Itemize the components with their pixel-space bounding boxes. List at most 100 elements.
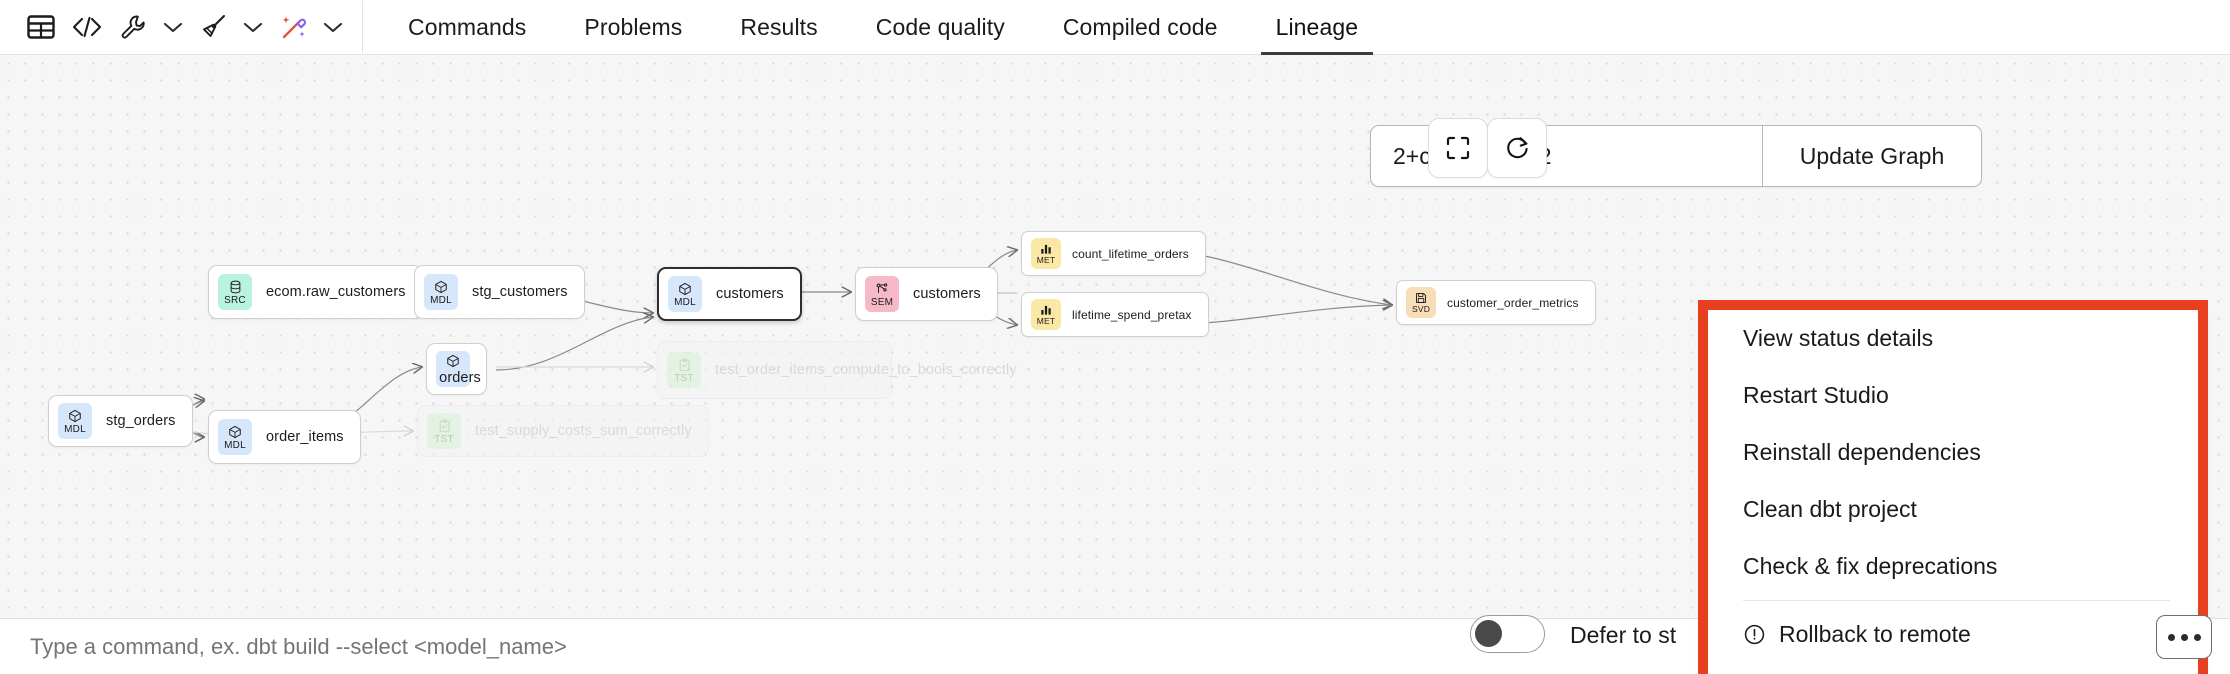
badge-code: MET [1036, 316, 1056, 326]
studio-actions-menu: View status details Restart Studio Reins… [1708, 310, 2198, 674]
magic-chevron-down-icon[interactable] [316, 6, 350, 48]
menu-item-rollback-to-remote[interactable]: Rollback to remote [1708, 606, 2198, 663]
badge-code: SVD [1411, 304, 1431, 314]
tab-label: Results [740, 13, 818, 40]
menu-item-check-fix-deprecations[interactable]: Check & fix deprecations [1708, 538, 2198, 595]
badge-code: SRC [224, 294, 246, 306]
semantic-graph-icon [875, 281, 889, 298]
lineage-node-customer-order-metrics[interactable]: SVD customer_order_metrics [1396, 280, 1596, 325]
node-label: stg_customers [472, 284, 568, 300]
warning-circle-icon [1743, 623, 1766, 646]
table-view-icon[interactable] [18, 6, 64, 48]
node-label: order_items [266, 429, 344, 445]
badge-code: SEM [870, 296, 894, 308]
cube-icon [68, 408, 82, 425]
lineage-node-order-items[interactable]: MDL order_items [208, 410, 361, 464]
node-type-badge-mdl: MDL [58, 403, 92, 439]
lineage-node-test-order-items[interactable]: TST test_order_items_compute_to_bools_co… [657, 341, 1017, 399]
panel-tabs: Commands Problems Results Code quality C… [379, 0, 1387, 55]
tab-results[interactable]: Results [711, 0, 846, 55]
update-graph-button[interactable]: Update Graph [1763, 126, 1981, 186]
node-label: ecom.raw_customers [266, 284, 406, 300]
tab-code-quality[interactable]: Code quality [847, 0, 1034, 55]
node-label: test_supply_costs_sum_correctly [475, 423, 692, 439]
tab-label: Lineage [1275, 13, 1359, 40]
node-type-badge-svd: SVD [1406, 287, 1436, 318]
badge-code: MET [1036, 255, 1056, 265]
tab-commands[interactable]: Commands [379, 0, 555, 55]
dot [2193, 633, 2201, 641]
database-icon [229, 279, 242, 296]
refresh-icon [1506, 136, 1528, 158]
menu-item-reinstall-dependencies[interactable]: Reinstall dependencies [1708, 424, 2198, 481]
save-icon [1415, 291, 1427, 305]
node-type-badge-met: MET [1031, 299, 1061, 330]
dot [2180, 633, 2188, 641]
node-label: test_order_items_compute_to_bools_correc… [715, 362, 1017, 378]
menu-item-restart-studio[interactable]: Restart Studio [1708, 367, 2198, 424]
wrench-icon[interactable] [110, 6, 156, 48]
tab-problems[interactable]: Problems [555, 0, 711, 55]
node-type-badge-met: MET [1031, 238, 1061, 269]
lineage-node-orders[interactable]: orders [426, 343, 487, 395]
node-label: customers [716, 286, 784, 302]
node-label: orders [439, 369, 481, 386]
node-label: count_lifetime_orders [1072, 246, 1189, 261]
broom-chevron-down-icon[interactable] [236, 6, 270, 48]
magic-wand-icon[interactable] [270, 6, 316, 48]
tab-label: Commands [408, 13, 527, 40]
defer-toggle[interactable] [1470, 615, 1545, 653]
badge-code: MDL [224, 439, 246, 451]
badge-code: MDL [674, 296, 696, 308]
badge-code: MDL [64, 423, 86, 435]
node-type-badge-mdl: MDL [218, 419, 252, 455]
lineage-node-customers-semantic[interactable]: SEM customers [855, 267, 998, 321]
badge-code: TST [434, 433, 454, 445]
tab-lineage[interactable]: Lineage [1247, 0, 1388, 55]
node-type-badge-tst: TST [667, 352, 701, 388]
cube-icon [678, 281, 692, 298]
cube-icon [228, 424, 242, 441]
bar-chart-icon [1040, 242, 1052, 256]
node-type-badge-sem: SEM [865, 276, 899, 312]
tab-label: Problems [584, 13, 683, 40]
fit-view-button[interactable] [1428, 118, 1488, 178]
refresh-graph-button[interactable] [1487, 118, 1547, 178]
node-type-badge-mdl: orders [436, 351, 481, 387]
lineage-node-stg-customers[interactable]: MDL stg_customers [414, 265, 585, 319]
defer-label: Defer to st [1570, 622, 1677, 648]
node-type-badge-src: SRC [218, 274, 252, 310]
lineage-node-lifetime-spend-pretax[interactable]: MET lifetime_spend_pretax [1021, 292, 1209, 337]
search-divider [1762, 126, 1763, 186]
menu-divider [1743, 600, 2170, 601]
node-label: stg_orders [106, 413, 176, 429]
badge-code: TST [674, 372, 694, 384]
lineage-node-stg-orders[interactable]: MDL stg_orders [48, 395, 193, 447]
wrench-chevron-down-icon[interactable] [156, 6, 190, 48]
lineage-node-ecom-raw-customers[interactable]: SRC ecom.raw_customers [208, 265, 423, 319]
tab-label: Compiled code [1062, 13, 1218, 40]
lineage-node-customers-model[interactable]: MDL customers [657, 267, 802, 321]
broom-icon[interactable] [190, 6, 236, 48]
menu-item-label: Rollback to remote [1779, 621, 1971, 647]
cube-icon [434, 279, 448, 296]
bar-chart-icon [1040, 303, 1052, 317]
toolbar-divider [362, 1, 363, 53]
node-type-badge-tst: TST [427, 413, 461, 449]
menu-item-clean-dbt-project[interactable]: Clean dbt project [1708, 481, 2198, 538]
menu-item-label: View status details [1743, 325, 1934, 351]
menu-item-label: Check & fix deprecations [1743, 553, 1998, 579]
clipboard-check-icon [438, 418, 451, 435]
code-view-icon[interactable] [64, 6, 110, 48]
menu-item-view-status-details[interactable]: View status details [1708, 310, 2198, 367]
dot [2167, 633, 2175, 641]
lineage-node-test-supply-costs[interactable]: TST test_supply_costs_sum_correctly [417, 405, 709, 457]
cube-icon [446, 353, 460, 370]
lineage-node-count-lifetime-orders[interactable]: MET count_lifetime_orders [1021, 231, 1206, 276]
node-label: customers [913, 286, 981, 302]
node-type-badge-mdl: MDL [424, 274, 458, 310]
tab-label: Code quality [875, 13, 1005, 40]
tab-compiled-code[interactable]: Compiled code [1034, 0, 1247, 55]
node-label: lifetime_spend_pretax [1072, 307, 1192, 322]
more-actions-button[interactable] [2156, 615, 2212, 659]
